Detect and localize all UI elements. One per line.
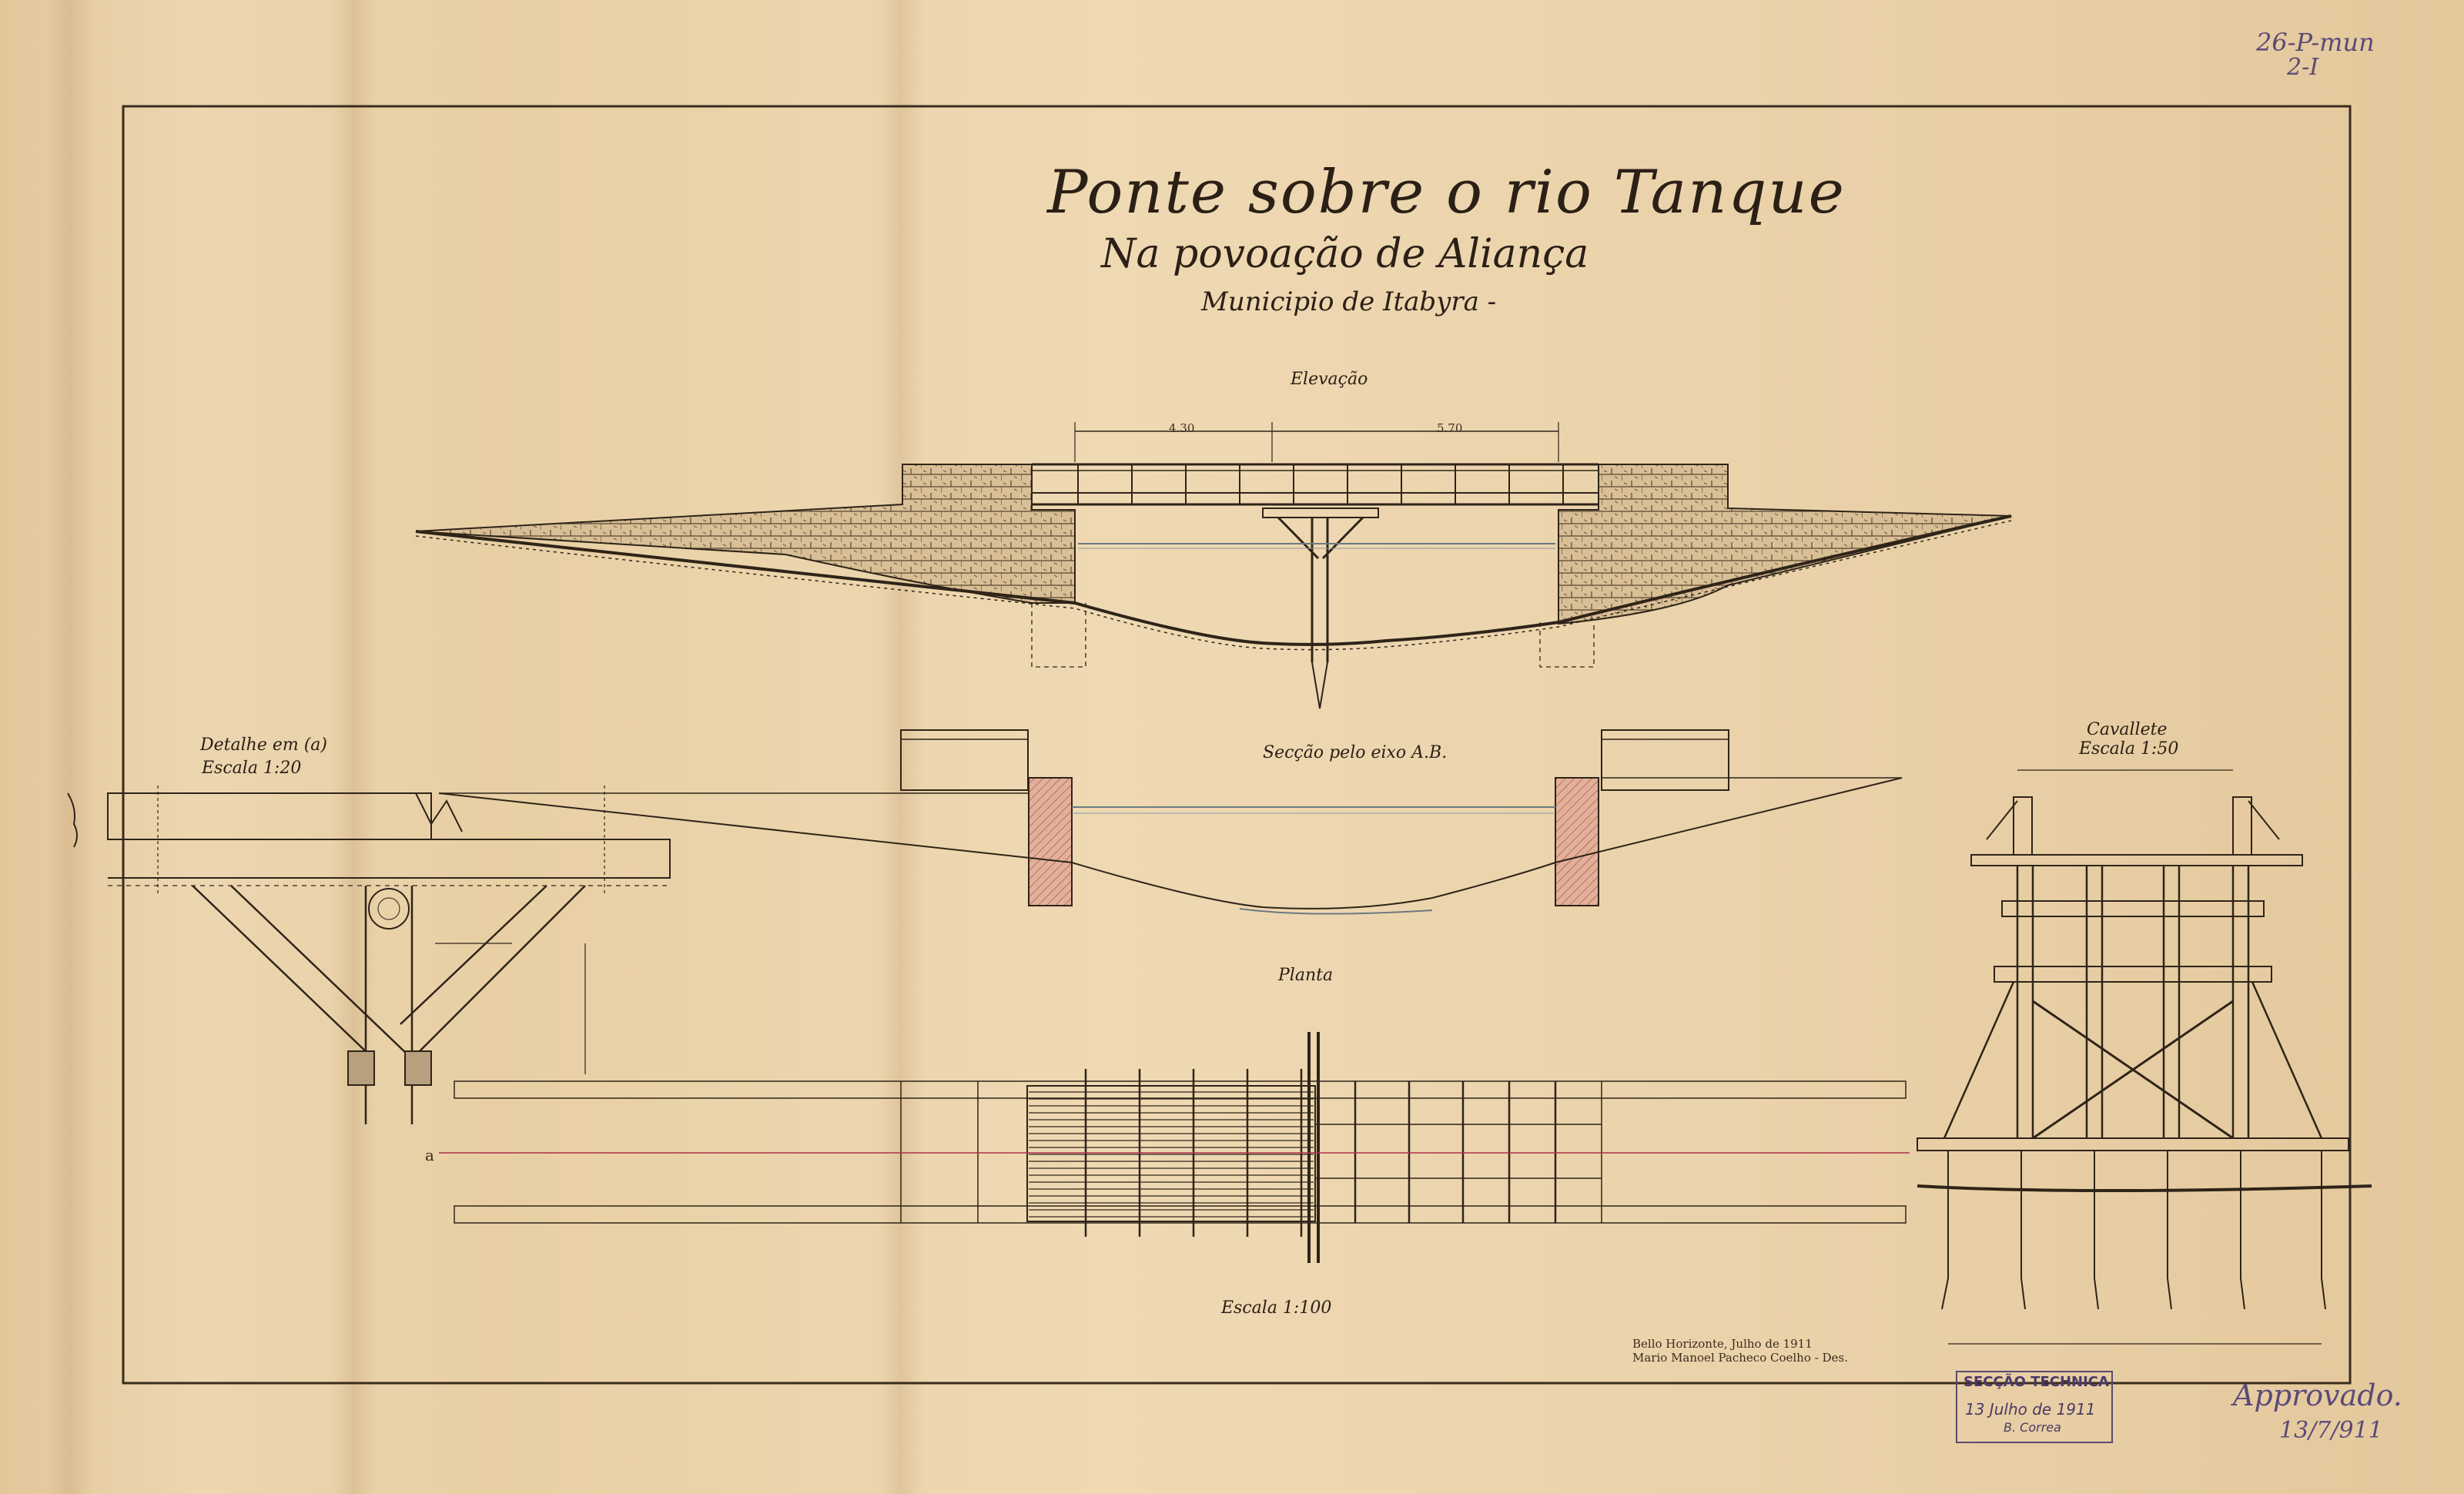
elevation-label: Elevação <box>1291 370 1368 389</box>
technical-section-stamp: SECÇÃO TECHNICA 13 Julho de 1911 B. Corr… <box>1956 1371 2113 1443</box>
archive-reference: 26-P-mun <box>2256 28 2375 57</box>
plan-label: Planta <box>1278 966 1334 985</box>
approval-note: Approvado. <box>2233 1378 2402 1412</box>
paper-fold <box>331 0 377 1494</box>
stamp-date: 13 Julho de 1911 <box>1965 1400 2096 1419</box>
approval-date: 13/7/911 <box>2279 1417 2383 1444</box>
section-marker: a <box>425 1146 434 1164</box>
detail-view <box>67 786 671 1124</box>
paper-fold <box>46 0 92 1494</box>
section-view <box>438 729 1903 915</box>
plan-view <box>439 1032 1910 1263</box>
stamp-signature: B. Correa <box>2004 1420 2061 1435</box>
dimension-right: 5.70 <box>1437 421 1463 435</box>
signature-line-2: Mario Manoel Pacheco Coelho - Des. <box>1632 1351 1848 1365</box>
detail-label: Detalhe em (a) <box>200 735 327 755</box>
drawing-subtitle: Na povoação de Aliança <box>1101 231 1589 277</box>
section-label: Secção pelo eixo A.B. <box>1263 743 1448 762</box>
archive-reference-2: 2-I <box>2287 54 2319 81</box>
dimension-left: 4.30 <box>1169 421 1195 435</box>
signature-line-1: Bello Horizonte, Julho de 1911 <box>1632 1337 1813 1351</box>
stamp-heading: SECÇÃO TECHNICA <box>1964 1374 2109 1390</box>
drawing-title: Ponte sobre o rio Tanque <box>1047 158 1846 227</box>
border-frame <box>122 105 2352 1385</box>
detail-scale: Escala 1:20 <box>202 759 302 778</box>
elevation-view <box>415 422 2012 709</box>
drawing-municipality: Municipio de Itabyra - <box>1201 286 1497 317</box>
plan-scale: Escala 1:100 <box>1221 1298 1332 1318</box>
trestle-view <box>1917 769 2372 1345</box>
trestle-label: Cavallete <box>2087 720 2168 739</box>
trestle-scale: Escala 1:50 <box>2079 739 2179 759</box>
